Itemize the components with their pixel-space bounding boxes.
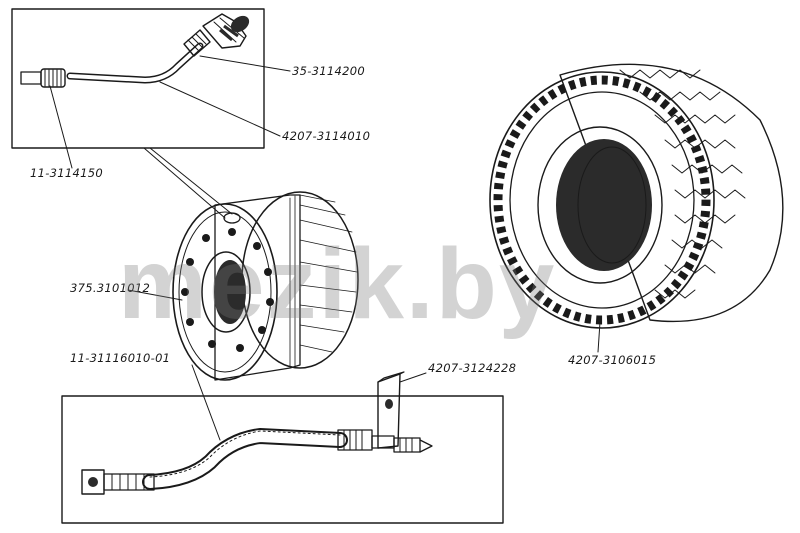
valve-cap [20, 68, 66, 88]
valve-inset [11, 8, 291, 219]
rim-hatching [299, 194, 358, 353]
wheel-rim [172, 191, 359, 381]
valve-nut [183, 29, 211, 57]
valve-inset-frame [11, 8, 265, 149]
label-extension-hose: 11-31116010-01 [70, 351, 170, 365]
label-tire: 4207-3106015 [568, 353, 656, 367]
hose-body-fill [144, 429, 346, 488]
watermark-text: mezik.by [118, 228, 556, 340]
leader-extension-hose [191, 364, 221, 441]
tire [489, 63, 784, 329]
hose-inset-frame [61, 395, 504, 524]
leader-wheel-rim [127, 289, 183, 301]
rim-valve-port [223, 212, 241, 224]
valve-tube-core [68, 44, 202, 83]
hose-inset [61, 364, 504, 524]
leader-tire [597, 321, 601, 353]
label-valve-cap: 11-3114150 [30, 166, 103, 180]
label-valve-tube: 4207-3114010 [282, 129, 370, 143]
hose-left-fitting [81, 469, 155, 495]
leader-valve-cap [49, 85, 73, 169]
detail-connector-lines [143, 147, 233, 219]
leader-valve-assembly [199, 55, 291, 72]
valve-connector [202, 13, 250, 49]
label-hose-bracket: 4207-3124228 [428, 361, 516, 375]
hose-right-fitting [337, 429, 433, 453]
leader-hose-bracket [399, 372, 427, 383]
hose-bracket [377, 371, 405, 449]
label-valve-assembly: 35-3114200 [292, 64, 365, 78]
label-wheel-rim: 375.3101012 [70, 281, 150, 295]
rim-stud-holes [181, 228, 274, 352]
leader-valve-tube [159, 81, 281, 137]
